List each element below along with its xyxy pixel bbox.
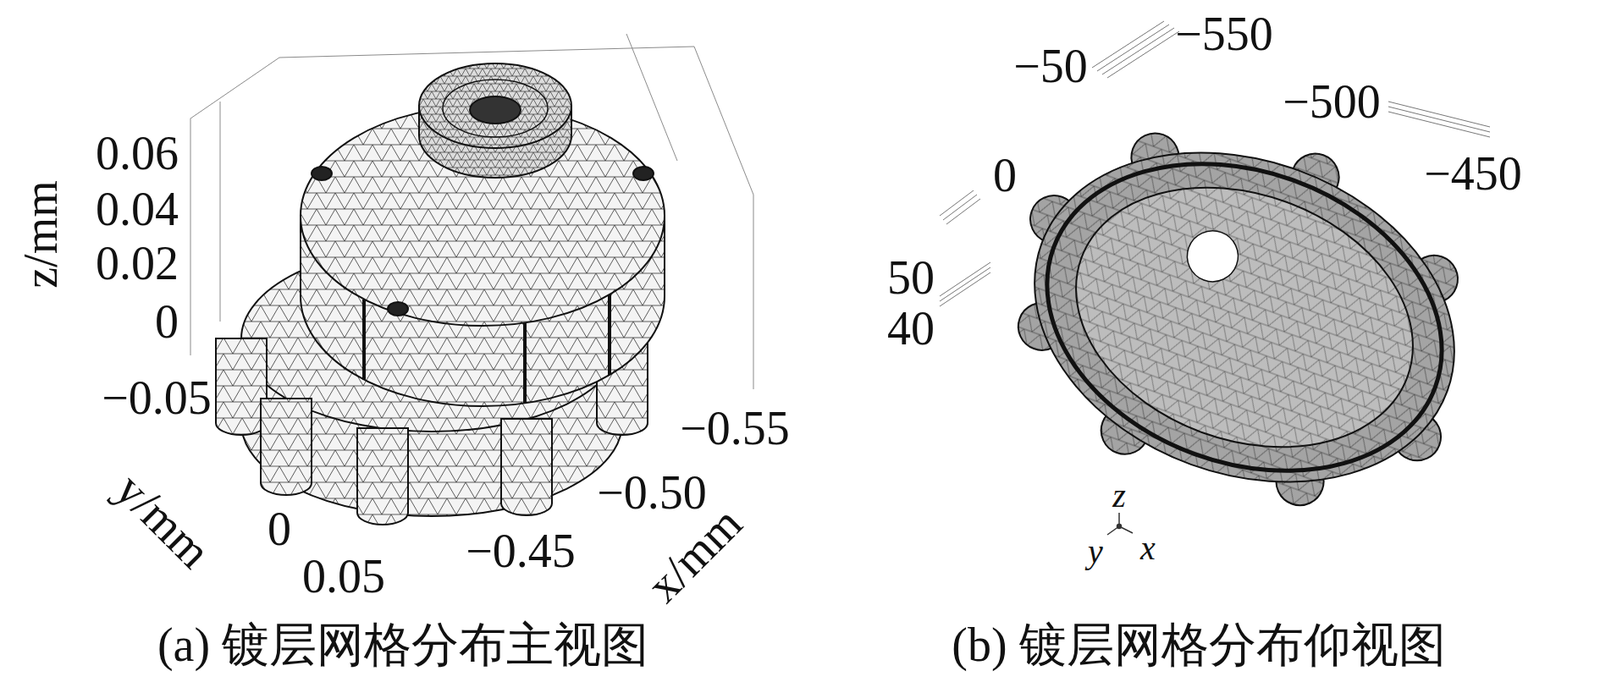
tick-label: 0.02 [95,239,179,287]
axis-line [939,190,981,225]
lobe [260,398,312,496]
axis-title: y/mm [107,464,220,577]
axis-title: z/mm [16,180,65,289]
tick-label: 0.06 [95,129,179,177]
tick-label: −0.55 [679,404,790,453]
tick-label: −500 [1282,77,1381,126]
coating-mesh-front [215,63,665,525]
axis-line [694,46,754,195]
center-hole [1180,223,1246,289]
tick-label: 0 [154,297,179,346]
axis-line [753,194,755,390]
caption: (a) 镀层网格分布主视图 [157,621,649,669]
inner-face [1039,143,1450,493]
tick-label: −550 [1175,10,1274,58]
axis-triad [1107,513,1133,536]
axis-line [190,118,192,356]
axis-triad-label: z [1112,479,1126,514]
axis-line [1092,21,1180,78]
tick-label: 0.05 [302,552,386,601]
triad-axes [1107,513,1133,536]
lobe [501,419,552,516]
notch [633,166,654,181]
caption: (b) 镀层网格分布仰视图 [951,621,1446,669]
tick-label: −0.05 [101,374,212,422]
boss-ring [442,79,548,138]
tick-label: −0.45 [465,527,576,575]
tick-label: 40 [887,304,935,353]
tick-label: 0.04 [95,185,179,233]
lobe [215,338,267,436]
axis-triad-label: y [1087,535,1104,569]
notch [311,166,332,181]
lobe [357,428,409,525]
boss-top [419,63,572,149]
rim [1004,110,1486,524]
groove [364,294,610,403]
tick-label: −450 [1423,149,1523,198]
coating-mesh-bottom [964,67,1520,556]
tick-label: 0 [993,151,1017,199]
axis-line [220,101,221,322]
axis-line [626,33,678,161]
tick-label: −0.50 [596,468,707,517]
axis-line [939,262,991,307]
tick-label: 50 [887,253,935,302]
axis-line [190,57,280,119]
triad-origin [1117,524,1122,530]
axis-line [1388,101,1490,138]
notch [387,302,409,316]
tick-label: 0 [267,505,292,553]
plate [987,96,1501,539]
tick-label: −50 [1013,42,1088,90]
axis-triad-label: x [1140,531,1156,566]
boss-hole [469,96,521,124]
